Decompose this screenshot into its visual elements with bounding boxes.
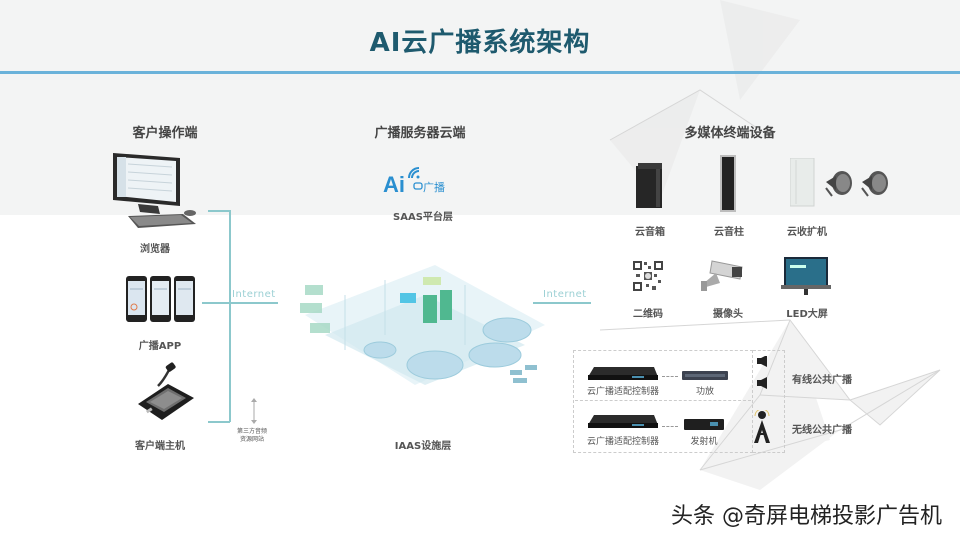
- logo-ai-text: Ai: [383, 172, 405, 197]
- third-party-line-2: 资源网站: [239, 436, 264, 443]
- connector-host: [208, 421, 230, 423]
- desktop-computer-icon: [113, 153, 196, 228]
- transmitter-icon: [684, 419, 724, 430]
- power-amplifier-label: 功放: [695, 387, 714, 397]
- paging-microphone-icon: [138, 362, 194, 420]
- radio-tower-icon: [754, 410, 770, 443]
- wifi-signal-icon: [408, 167, 420, 179]
- saas-layer-label: SAAS平台层: [393, 212, 453, 223]
- broadcast-app-label: 广播APP: [138, 341, 182, 352]
- qr-code-icon: [632, 260, 664, 292]
- watermark-text: 头条 @奇屏电梯投影广告机: [671, 504, 942, 529]
- cloud-speaker-label: 云音箱: [635, 227, 665, 238]
- wired-speaker-icon: [757, 356, 767, 389]
- cloud-amplifier-label: 云收扩机: [787, 227, 827, 238]
- cloud-icon: [413, 182, 423, 190]
- horn-speaker-icon: [825, 171, 852, 197]
- iaas-layer-label: IAAS设施层: [394, 441, 452, 452]
- connector-internet-right: [533, 302, 591, 304]
- terminal-section-title: 多媒体终端设备: [684, 126, 776, 141]
- led-screen-icon: [781, 257, 831, 295]
- third-party-audio-label: 第三方音频 资源网站: [232, 428, 272, 444]
- amplifier-icon: [790, 158, 815, 207]
- camera-label: 摄像头: [713, 309, 743, 320]
- third-party-line-1: 第三方音频: [236, 428, 267, 435]
- led-screen-label: LED大屏: [786, 309, 828, 320]
- transmitter-label: 发射机: [690, 437, 718, 447]
- internet-label-right: Internet: [543, 289, 587, 300]
- internet-label-left: Internet: [232, 289, 276, 300]
- iaas-infrastructure-illustration: [300, 265, 545, 385]
- connector-browser: [208, 210, 230, 212]
- wired-broadcast-label: 有线公共广播: [792, 375, 852, 386]
- client-section-title: 客户操作端: [132, 126, 198, 141]
- column-speaker-icon: [720, 155, 736, 212]
- double-arrow-icon: [251, 398, 257, 424]
- wireless-broadcast-label: 无线公共广播: [792, 425, 852, 436]
- connector-dot-2: [662, 426, 678, 427]
- speaker-box-icon: [636, 163, 662, 208]
- connector-dot-1: [662, 376, 678, 377]
- rack-controller-icon: [588, 367, 658, 380]
- power-amplifier-icon: [682, 371, 728, 380]
- ai-broadcast-logo: Ai 广播: [383, 167, 463, 202]
- logo-cn-text: 广播: [423, 181, 445, 194]
- security-camera-icon: [701, 260, 743, 291]
- client-bus-line: [229, 210, 231, 422]
- adapter-controller-label-2: 云广播适配控制器: [586, 437, 659, 447]
- broadcast-devices-frame: [573, 350, 753, 453]
- rack-controller-icon: [588, 415, 658, 428]
- qr-code-label: 二维码: [633, 309, 663, 320]
- title-divider: [0, 71, 960, 74]
- page-title: AI云广播系统架构: [369, 28, 591, 58]
- broadcast-row-divider: [575, 400, 751, 401]
- broadcast-targets-frame: [753, 350, 785, 453]
- cloud-column-label: 云音柱: [714, 227, 744, 238]
- connector-internet-left: [202, 302, 278, 304]
- client-host-label: 客户端主机: [135, 441, 185, 452]
- server-section-title: 广播服务器云端: [374, 126, 466, 141]
- adapter-controller-label-1: 云广播适配控制器: [586, 387, 659, 397]
- horn-speaker-icon: [861, 171, 888, 197]
- browser-label: 浏览器: [140, 244, 170, 255]
- smartphone-icon: [126, 276, 195, 322]
